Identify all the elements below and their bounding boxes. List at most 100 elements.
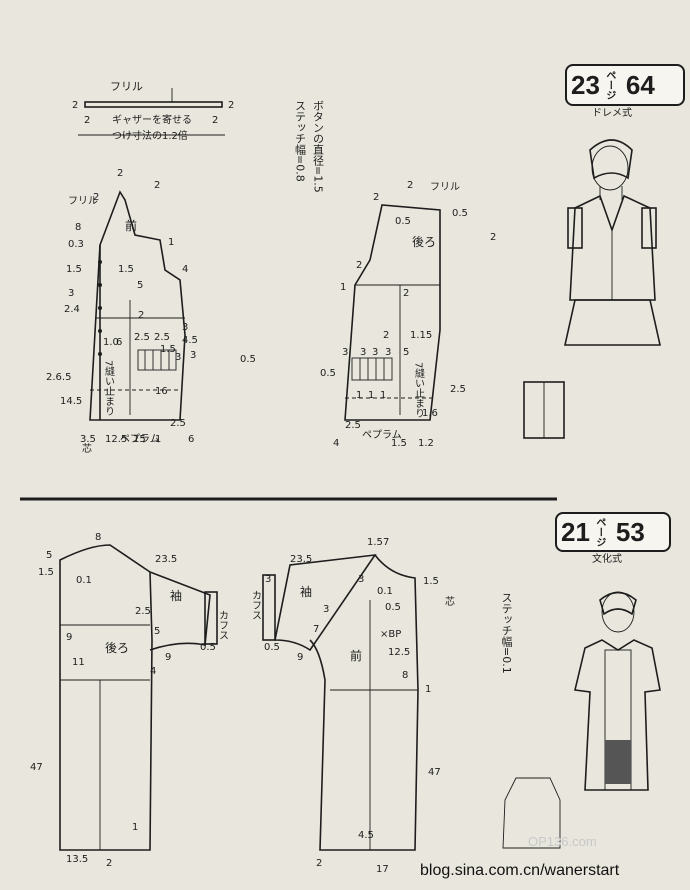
svg-text:2.5: 2.5: [135, 606, 151, 617]
svg-text:0.5: 0.5: [264, 642, 280, 653]
svg-text:14.5: 14.5: [60, 396, 82, 407]
frill-label-back: フリル: [430, 182, 460, 193]
core-label-bottom: 芯: [445, 595, 455, 608]
bp-label: ×BP: [380, 629, 401, 640]
svg-text:7: 7: [383, 537, 389, 548]
svg-text:6: 6: [188, 434, 194, 445]
svg-text:1.15: 1.15: [410, 330, 432, 341]
sew-stop-front: 7縫い止まり: [103, 360, 115, 416]
svg-text:1: 1: [356, 390, 362, 401]
svg-text:3: 3: [372, 347, 378, 358]
svg-text:1.5: 1.5: [423, 576, 439, 587]
back-bodice-pattern: 後ろ フリル 7縫い止まり ペプラム 22 0.50.5 21 22 1.153…: [320, 180, 496, 449]
svg-text:2: 2: [228, 100, 234, 111]
svg-text:1.5: 1.5: [160, 344, 176, 355]
svg-text:5: 5: [403, 347, 409, 358]
svg-text:2.5: 2.5: [134, 332, 150, 343]
stitch-note-top: ステッチ幅=0.8: [294, 100, 307, 182]
svg-text:1.6: 1.6: [422, 408, 438, 419]
svg-text:9: 9: [66, 632, 72, 643]
svg-text:3: 3: [190, 350, 196, 361]
svg-text:2: 2: [356, 260, 362, 271]
bottom-badge-left: 21: [561, 516, 590, 547]
top-badge-subtitle: ドレメ式: [592, 108, 632, 119]
svg-text:0.5: 0.5: [395, 216, 411, 227]
bottom-badge-page-label: ページ: [593, 517, 605, 547]
svg-text:15: 15: [133, 434, 146, 445]
svg-text:2: 2: [117, 168, 123, 179]
back-body-pattern: 袖 カフス 後ろ 芯 85 1.50.1 23.52.5 59 114 0.59…: [30, 532, 455, 869]
svg-text:0.5: 0.5: [452, 208, 468, 219]
svg-text:3: 3: [385, 347, 391, 358]
svg-text:1.0: 1.0: [103, 337, 119, 348]
svg-text:0.1: 0.1: [377, 586, 393, 597]
svg-text:2: 2: [316, 858, 322, 869]
svg-text:2: 2: [93, 192, 99, 203]
svg-text:5: 5: [154, 626, 160, 637]
svg-text:0.5: 0.5: [200, 642, 216, 653]
svg-text:0.3: 0.3: [68, 239, 84, 250]
bottom-badge-subtitle: 文化式: [592, 554, 622, 565]
svg-text:4.5: 4.5: [358, 830, 374, 841]
peplum-label-front: ペプラム: [120, 433, 160, 445]
svg-text:12.5: 12.5: [105, 434, 127, 445]
svg-text:0.5: 0.5: [320, 368, 336, 379]
front-label-bottom: 前: [350, 648, 362, 663]
button-note: ボタンの直径=1.5: [312, 100, 325, 193]
svg-text:8: 8: [95, 532, 101, 543]
svg-text:5: 5: [46, 550, 52, 561]
watermark-logo: OP136.com: [528, 834, 597, 849]
svg-text:3: 3: [342, 347, 348, 358]
frill-label-front: フリル: [68, 196, 98, 207]
bottom-badge: 21 ページ 53: [555, 512, 671, 552]
svg-text:2: 2: [106, 858, 112, 869]
svg-text:1: 1: [132, 822, 138, 833]
watermark-blog: blog.sina.com.cn/wanerstart: [420, 862, 620, 879]
sew-stop-back: 7縫い止まり: [413, 362, 425, 418]
svg-text:2.6.5: 2.6.5: [46, 372, 71, 383]
svg-text:1: 1: [340, 282, 346, 293]
front-label-top: 前: [125, 218, 137, 233]
svg-text:3: 3: [360, 347, 366, 358]
svg-text:11: 11: [72, 657, 85, 668]
svg-text:2.5: 2.5: [450, 384, 466, 395]
svg-text:2: 2: [407, 180, 413, 191]
cuffs-label-front: カフス: [250, 590, 261, 620]
svg-text:3: 3: [358, 574, 364, 585]
svg-text:3: 3: [265, 574, 271, 585]
svg-text:2.5: 2.5: [154, 332, 170, 343]
svg-text:9: 9: [297, 652, 303, 663]
svg-text:0.1: 0.1: [76, 575, 92, 586]
svg-text:17: 17: [376, 864, 389, 875]
frill-title: フリル: [110, 80, 143, 93]
top-badge-page-label: ページ: [603, 70, 615, 100]
svg-text:3: 3: [182, 322, 188, 333]
svg-text:4: 4: [150, 666, 156, 677]
svg-text:9: 9: [165, 652, 171, 663]
svg-text:1.5: 1.5: [367, 537, 383, 548]
svg-text:0.5: 0.5: [385, 602, 401, 613]
svg-text:16: 16: [155, 386, 168, 397]
svg-text:6: 6: [116, 337, 122, 348]
svg-text:1.2: 1.2: [418, 438, 434, 449]
svg-text:13.5: 13.5: [66, 854, 88, 865]
svg-text:2: 2: [403, 288, 409, 299]
svg-text:2.5: 2.5: [170, 418, 186, 429]
svg-text:1.5: 1.5: [118, 264, 134, 275]
cuffs-label-back: カフス: [217, 610, 228, 640]
svg-text:23.5: 23.5: [290, 554, 312, 565]
top-badge-left: 23: [571, 69, 600, 100]
svg-text:2: 2: [373, 192, 379, 203]
svg-text:2: 2: [212, 115, 218, 126]
back-label-top: 後ろ: [412, 235, 436, 249]
frill-length-note: つけ寸法の1.2倍: [112, 129, 188, 142]
bottom-model-illustration: [502, 591, 661, 849]
top-badge-right: 64: [625, 69, 655, 100]
svg-text:0.5: 0.5: [240, 354, 256, 365]
svg-text:2.4: 2.4: [64, 304, 80, 315]
svg-text:1: 1: [368, 390, 374, 401]
svg-text:8: 8: [75, 222, 81, 233]
